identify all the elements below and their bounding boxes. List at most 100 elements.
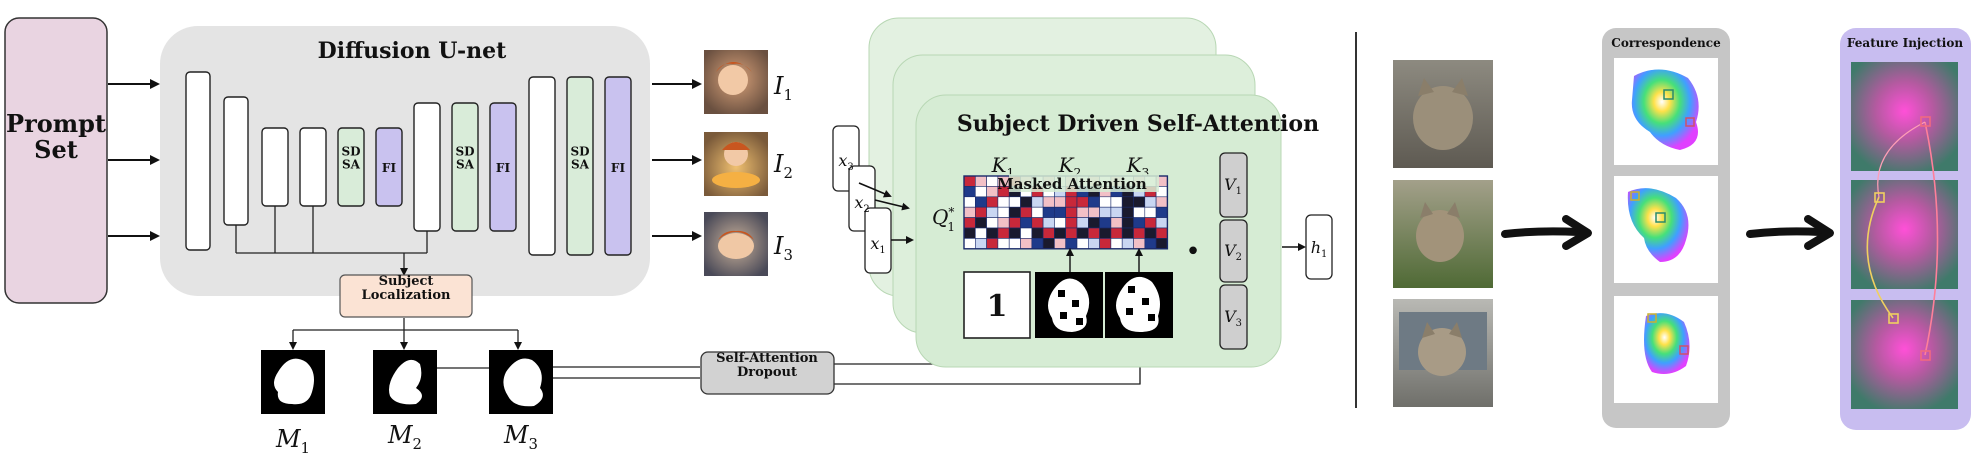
attention-cell <box>1020 238 1033 250</box>
attention-cell <box>963 206 976 218</box>
attention-mask-2 <box>1035 272 1103 338</box>
output-image-3 <box>704 212 768 276</box>
attention-cell <box>974 238 987 250</box>
attention-cell <box>1144 217 1157 229</box>
key-label-k3: K3 <box>1126 153 1150 180</box>
input-x1: x1 <box>870 234 885 256</box>
attention-cell <box>1099 217 1112 229</box>
attention-cell <box>1042 227 1055 239</box>
attention-cell <box>1020 217 1033 229</box>
dot-product: • <box>1185 237 1200 267</box>
attention-cell <box>1054 206 1067 218</box>
fi-block <box>375 127 403 207</box>
cat-image-2 <box>1393 180 1493 288</box>
sdsa-block <box>337 127 365 207</box>
attention-cell <box>1076 196 1089 208</box>
attention-cell <box>1054 227 1067 239</box>
output-label-i2: I2 <box>773 150 793 182</box>
output-label-i3: I3 <box>773 232 793 264</box>
output-image-2 <box>704 132 768 196</box>
fi-block <box>489 102 517 232</box>
attention-cell <box>1144 227 1157 239</box>
attention-cell <box>1008 206 1021 218</box>
attention-cell <box>1088 238 1100 250</box>
attention-cell <box>986 206 999 218</box>
output-h1: h1 <box>1305 214 1333 280</box>
attention-cell <box>1133 206 1146 218</box>
attention-cell <box>1133 217 1146 229</box>
attention-cell <box>1042 196 1055 208</box>
attention-cell <box>1121 227 1134 239</box>
fi-block <box>604 76 632 256</box>
attention-cell <box>1042 238 1055 250</box>
attention-cell <box>1031 196 1044 208</box>
attention-cell <box>1054 196 1067 208</box>
unet-block <box>299 127 327 207</box>
attention-cell <box>974 196 987 208</box>
attention-cell <box>1065 206 1078 218</box>
sdsa-block <box>566 76 594 256</box>
attention-cell <box>1054 217 1067 229</box>
attention-cell <box>1020 227 1033 239</box>
attention-cell <box>1042 217 1055 229</box>
attention-cell <box>1121 196 1134 208</box>
unet-title: Diffusion U-net <box>318 38 507 64</box>
attention-cell <box>1099 206 1112 218</box>
identity-block: 1 <box>963 271 1031 339</box>
identity-label: 1 <box>987 289 1008 324</box>
attention-cell <box>1155 206 1168 218</box>
unet-block <box>528 76 556 256</box>
value-v1: V1 <box>1224 175 1242 197</box>
attention-cell <box>1133 196 1146 208</box>
attention-cell <box>1099 238 1112 250</box>
attention-cell <box>1144 196 1157 208</box>
mask-m3 <box>489 350 553 414</box>
mask-label-m2: M2 <box>387 421 422 453</box>
attention-cell <box>1008 227 1021 239</box>
attention-cell <box>1155 227 1168 239</box>
sdsa-block <box>451 102 479 232</box>
output-arrows <box>652 79 702 241</box>
attention-cell <box>1121 206 1134 218</box>
attention-cell <box>1065 238 1078 250</box>
unet-block <box>223 96 249 226</box>
query-label: Q*1 <box>932 205 955 234</box>
localization-to-masks <box>289 318 522 350</box>
attention-cell <box>963 238 976 250</box>
attention-cell <box>963 186 976 198</box>
key-label-k1: K1 <box>991 153 1015 180</box>
attention-cell <box>1008 238 1021 250</box>
attention-cell <box>986 227 999 239</box>
attention-cell <box>1110 238 1123 250</box>
attention-cell <box>1076 217 1089 229</box>
output-h1-label: h1 <box>1311 238 1328 260</box>
attention-cell <box>1065 217 1078 229</box>
attention-cell <box>963 196 976 208</box>
big-arrow-1 <box>1501 215 1592 250</box>
unet-block <box>185 71 211 251</box>
attention-cell <box>1076 227 1089 239</box>
attention-cell <box>1110 217 1123 229</box>
input-x2: x2 <box>854 193 869 215</box>
attention-cell <box>1031 227 1044 239</box>
attention-cell <box>997 217 1010 229</box>
attention-cell <box>1110 196 1123 208</box>
output-label-i1: I1 <box>773 72 793 104</box>
attention-cell <box>1110 227 1123 239</box>
attention-cell <box>1144 206 1157 218</box>
attention-title: Subject Driven Self-Attention <box>957 111 1319 137</box>
masked-attention-label: Masked Attention <box>997 175 1147 193</box>
attention-cell <box>963 175 976 187</box>
attention-cell <box>1088 196 1100 208</box>
attention-cell <box>1065 196 1078 208</box>
attention-cell <box>1155 196 1168 208</box>
attention-cell <box>1155 217 1168 229</box>
input-x3: x3 <box>838 151 853 173</box>
